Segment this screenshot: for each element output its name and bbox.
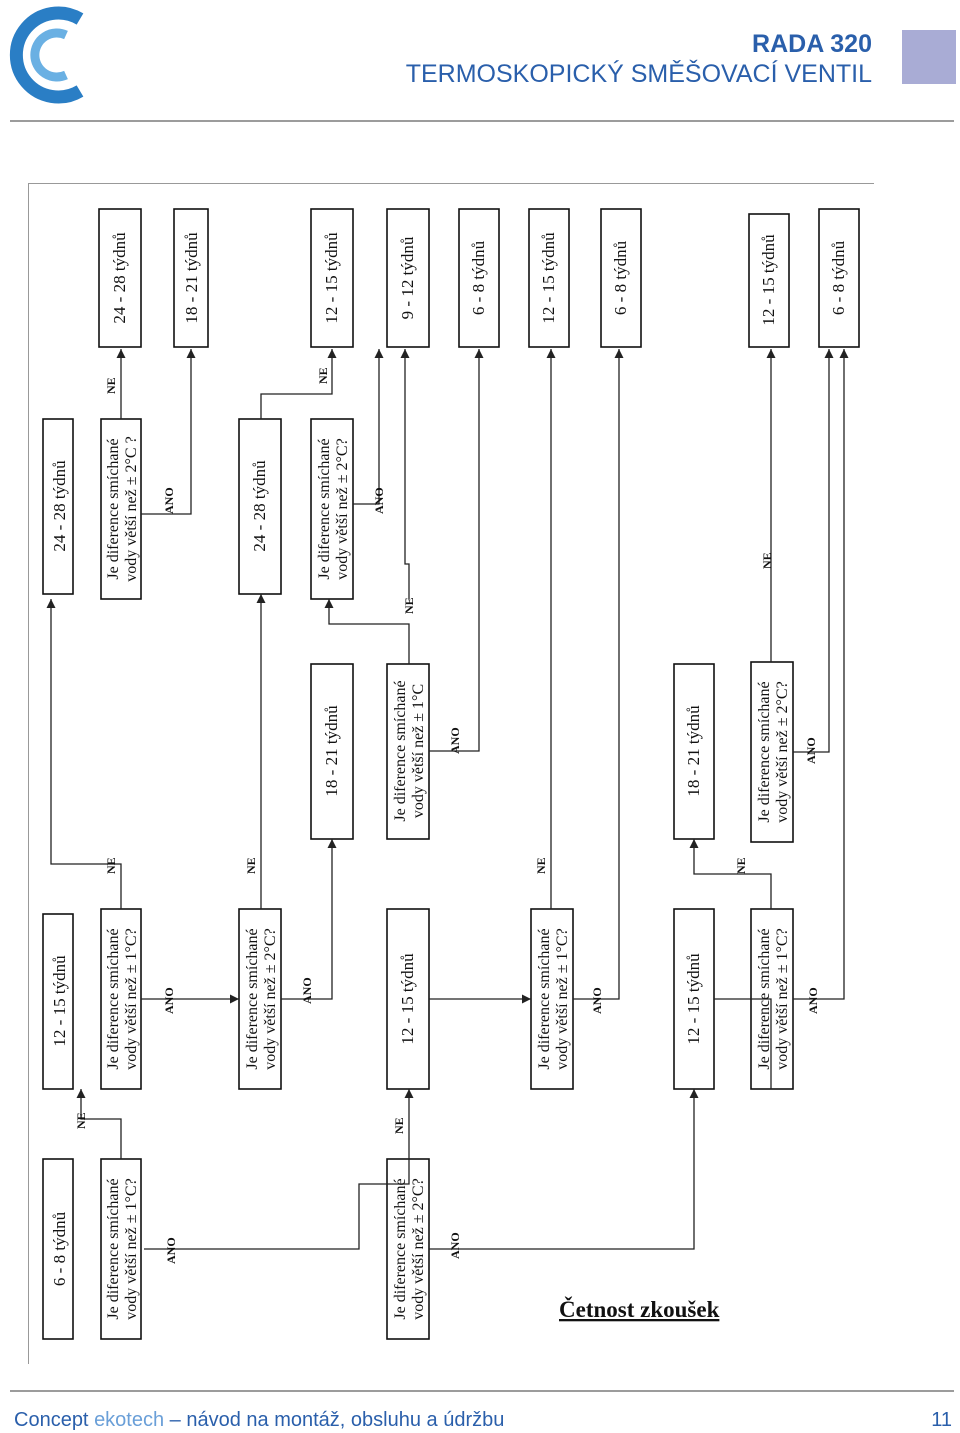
branch-labels: ANO NE ANO NE ANO NE ANO NE ANO NE ANO N… [74, 367, 820, 1264]
box-12-15-weeks-c: 12 - 15 týdnů [386, 908, 430, 1090]
svg-text:24 - 28 týdnů: 24 - 28 týdnů [250, 460, 269, 552]
svg-text:Je diference smíchané: Je diference smíchané [244, 928, 261, 1069]
box-6-8-weeks-b: 6 - 8 týdnů [458, 208, 500, 348]
svg-text:ANO: ANO [804, 737, 818, 764]
svg-text:18 - 21 týdnů: 18 - 21 týdnů [322, 705, 341, 797]
svg-text:vody větší než ± 2°C ?: vody větší než ± 2°C ? [123, 436, 140, 581]
svg-text:24 - 28 týdnů: 24 - 28 týdnů [110, 232, 129, 324]
box-6-8-weeks-a: 6 - 8 týdnů [42, 1158, 74, 1340]
svg-text:NE: NE [392, 1117, 406, 1134]
box-12-15-weeks-f: 12 - 15 týdnů [748, 213, 790, 348]
diagram-title: Četnost zkoušek [559, 1296, 720, 1322]
svg-text:ANO: ANO [590, 987, 604, 1014]
footer-divider [10, 1390, 954, 1392]
header-divider [10, 120, 954, 122]
question-box-1d: Je diference smíchané vody větší než ± 1… [530, 908, 574, 1090]
svg-text:NE: NE [316, 367, 330, 384]
svg-text:Je diference smíchané: Je diference smíchané [316, 438, 333, 579]
box-6-8-weeks-c: 6 - 8 týdnů [600, 208, 642, 348]
question-box-1b: Je diference smíchané vody větší než ± 1… [100, 908, 142, 1090]
svg-text:Je diference smíchané: Je diference smíchané [105, 438, 122, 579]
box-18-21-weeks-c: 18 - 21 týdnů [673, 663, 715, 840]
box-12-15-weeks-e: 12 - 15 týdnů [673, 908, 715, 1090]
svg-text:12 - 15 týdnů: 12 - 15 týdnů [322, 232, 341, 324]
svg-text:12 - 15 týdnů: 12 - 15 týdnů [50, 955, 69, 1047]
svg-text:18 - 21 týdnů: 18 - 21 týdnů [684, 705, 703, 797]
question-box-2c: Je diference smíchané vody větší než ± 2… [310, 418, 354, 600]
svg-text:Je diference smíchané: Je diference smíchané [756, 681, 773, 822]
box-12-15-weeks-a: 12 - 15 týdnů [42, 913, 74, 1090]
svg-text:ANO: ANO [164, 1237, 178, 1264]
page-number: 11 [931, 1409, 952, 1431]
product-title: TERMOSKOPICKÝ SMĚŠOVACÍ VENTIL [405, 60, 872, 88]
svg-text:vody větší než ± 2°C?: vody větší než ± 2°C? [334, 438, 351, 579]
svg-text:18 - 21 týdnů: 18 - 21 týdnů [182, 232, 201, 324]
svg-text:vody větší než ± 1°C?: vody větší než ± 1°C? [554, 928, 571, 1069]
box-18-21-weeks-b: 18 - 21 týdnů [310, 663, 354, 840]
svg-text:NE: NE [104, 857, 118, 874]
box-9-12-weeks: 9 - 12 týdnů [386, 208, 430, 348]
footer-description: – návod na montáž, obsluhu a údržbu [164, 1409, 505, 1431]
svg-text:24 - 28 týdnů: 24 - 28 týdnů [50, 460, 69, 552]
svg-text:6 - 8 týdnů: 6 - 8 týdnů [611, 240, 630, 315]
svg-text:ANO: ANO [162, 487, 176, 514]
svg-text:9 - 12 týdnů: 9 - 12 týdnů [398, 236, 417, 319]
svg-text:6 - 8 týdnů: 6 - 8 týdnů [829, 240, 848, 315]
svg-text:Je diference smíchané: Je diference smíchané [105, 1178, 122, 1319]
svg-text:vody větší než ± 2°C?: vody větší než ± 2°C? [410, 1178, 427, 1319]
svg-text:NE: NE [244, 857, 258, 874]
svg-text:ANO: ANO [162, 987, 176, 1014]
question-box-2d: Je diference smíchané vody větší než ± 2… [386, 1158, 430, 1340]
svg-text:vody větší než ± 2°C?: vody větší než ± 2°C? [774, 681, 791, 822]
svg-text:6 - 8 týdnů: 6 - 8 týdnů [50, 1211, 69, 1286]
series-title: RADA 320 [752, 30, 872, 58]
box-6-8-weeks-d: 6 - 8 týdnů [818, 208, 860, 348]
svg-text:ANO: ANO [806, 987, 820, 1014]
svg-text:12 - 15 týdnů: 12 - 15 týdnů [759, 234, 778, 326]
svg-text:NE: NE [402, 597, 416, 614]
svg-text:12 - 15 týdnů: 12 - 15 týdnů [398, 953, 417, 1045]
svg-text:vody větší než ± 1°C?: vody větší než ± 1°C? [774, 928, 791, 1069]
svg-text:NE: NE [760, 552, 774, 569]
svg-text:vody větší než ± 1°C?: vody větší než ± 1°C? [123, 928, 140, 1069]
svg-text:ANO: ANO [300, 977, 314, 1004]
svg-text:12 - 15 týdnů: 12 - 15 týdnů [684, 953, 703, 1045]
box-24-28-weeks-c: 24 - 28 týdnů [238, 418, 282, 595]
footer-brand-concept: Concept [14, 1409, 89, 1431]
box-24-28-weeks-a: 24 - 28 týdnů [42, 418, 74, 595]
diagram-connectors [46, 349, 849, 1250]
svg-text:ANO: ANO [448, 1232, 462, 1259]
svg-text:6 - 8 týdnů: 6 - 8 týdnů [469, 240, 488, 315]
box-18-21-weeks-a: 18 - 21 týdnů [173, 208, 209, 348]
test-frequency-diagram: 6 - 8 týdnů Je diference smíchané vody v… [28, 183, 874, 1364]
svg-text:ANO: ANO [448, 727, 462, 754]
footer-caption: Concept ekotech – návod na montáž, obslu… [14, 1409, 504, 1432]
svg-text:NE: NE [734, 857, 748, 874]
svg-text:vody větší než ± 1°C: vody větší než ± 1°C [410, 684, 427, 818]
box-12-15-weeks-d: 12 - 15 týdnů [528, 208, 570, 348]
corner-square [902, 30, 956, 84]
svg-text:NE: NE [534, 857, 548, 874]
svg-text:vody větší než ± 1°C?: vody větší než ± 1°C? [123, 1178, 140, 1319]
concept-ekotech-logo [9, 6, 84, 104]
svg-text:vody větší než ± 2°C?: vody větší než ± 2°C? [262, 928, 279, 1069]
question-box-1c: Je diference smíchané vody větší než ± 1… [386, 663, 430, 840]
footer-brand-ekotech: ekotech [94, 1409, 165, 1431]
svg-text:NE: NE [74, 1112, 88, 1129]
box-12-15-weeks-b: 12 - 15 týdnů [310, 208, 354, 348]
question-box-2a: Je diference smíchané vody větší než ± 2… [100, 418, 142, 600]
question-box-1a: Je diference smíchané vody větší než ± 1… [100, 1158, 142, 1340]
svg-text:ANO: ANO [372, 487, 386, 514]
svg-text:NE: NE [104, 377, 118, 394]
question-box-2e: Je diference smíchané vody větší než ± 2… [750, 661, 794, 843]
svg-text:12 - 15 týdnů: 12 - 15 týdnů [539, 232, 558, 324]
box-24-28-weeks-b: 24 - 28 týdnů [98, 208, 142, 348]
svg-text:Je diference smíchané: Je diference smíchané [392, 680, 409, 821]
question-box-2b: Je diference smíchané vody větší než ± 2… [238, 908, 282, 1090]
svg-text:Je diference smíchané: Je diference smíchané [536, 928, 553, 1069]
svg-text:Je diference smíchané: Je diference smíchané [105, 928, 122, 1069]
svg-text:Je diference smíchané: Je diference smíchané [392, 1178, 409, 1319]
